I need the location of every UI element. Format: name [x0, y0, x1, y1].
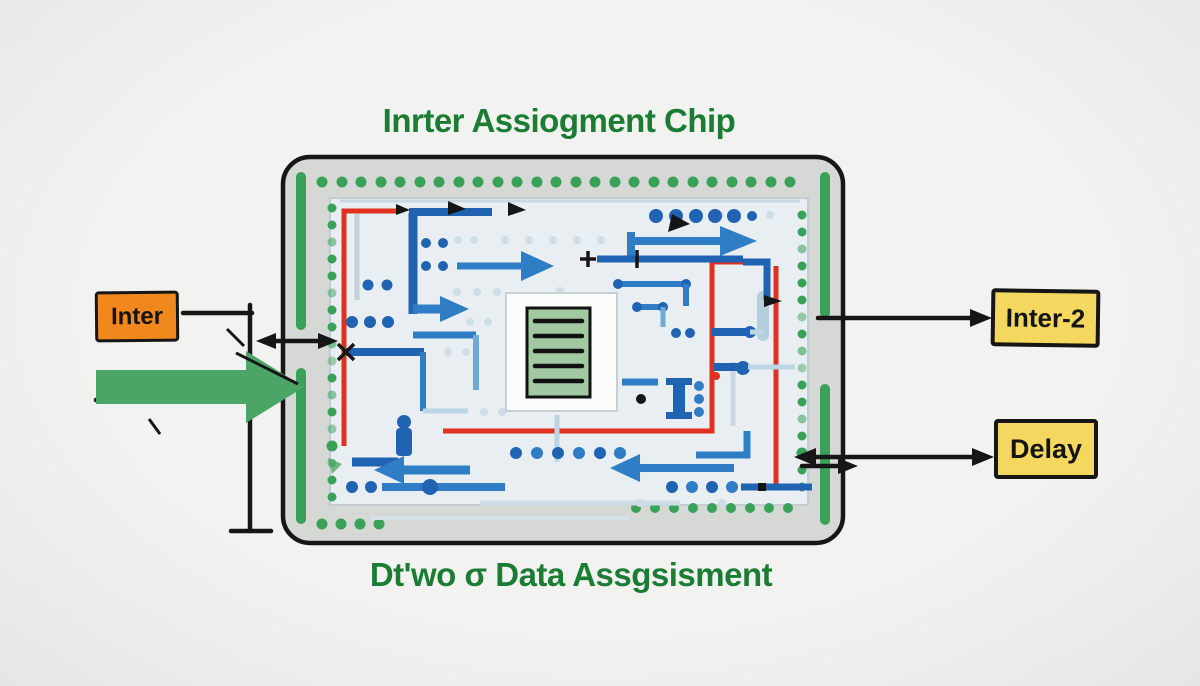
blue-arrow-right-main [457, 251, 554, 281]
output-connectors [794, 309, 994, 474]
pin-dots-left-column [326, 203, 342, 502]
bidirectional-arrow-left-side [256, 333, 338, 349]
core-block [505, 292, 618, 412]
delay-node-label: Delay [1009, 433, 1083, 464]
output-node: Inter-2 [990, 288, 1101, 348]
delay-node: Delay [994, 419, 1098, 479]
blue-arrow-right-small [440, 296, 469, 322]
diagram-caption: Dt'wo σ Data Assgsisment [369, 556, 773, 593]
delay-bidirectional-arrow [794, 448, 994, 466]
input-node: Inter [94, 290, 180, 343]
red-trace-left [341, 208, 396, 446]
blue-traces [346, 208, 812, 495]
pin-bar-right-bottom [820, 384, 830, 525]
diagram-title: Inrter Assiogment Chip [382, 102, 736, 139]
green-input-arrow [96, 327, 304, 435]
blue-trace-bottomright [610, 431, 812, 493]
pin-bar-right-top [820, 172, 830, 318]
blue-dots-below-center [510, 415, 626, 462]
pin-bar-left-top [296, 172, 306, 330]
blue-trace-bottomleft [346, 415, 505, 495]
blue-trace-topleft [346, 208, 492, 414]
blue-arrow-left-2 [610, 454, 640, 482]
output-arrow [815, 309, 992, 327]
delay-short-arrow [799, 458, 858, 474]
blue-arrow-left-1 [374, 456, 404, 484]
blue-arrow-right-2 [720, 226, 757, 256]
sketch-marks [336, 201, 782, 491]
pin-dots-top [316, 176, 796, 188]
blue-trace-topright [597, 209, 795, 419]
output-node-label: Inter-2 [1005, 301, 1086, 334]
input-node-label: Inter [110, 302, 164, 330]
pin-bar-left-bottom [296, 368, 306, 524]
core-register-lines [532, 318, 585, 384]
